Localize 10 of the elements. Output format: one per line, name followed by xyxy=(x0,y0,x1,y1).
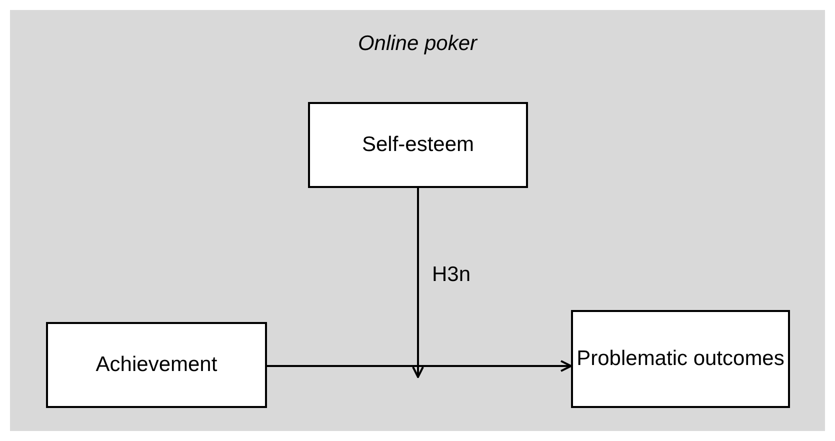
box-label: Self-esteem xyxy=(362,132,474,158)
box-label: Problematic outcomes xyxy=(576,346,784,372)
arrow xyxy=(267,360,572,372)
background-panel xyxy=(10,10,825,431)
concept-box xyxy=(571,310,790,408)
box-label: Achievement xyxy=(96,352,218,378)
concept-box xyxy=(308,102,528,188)
panel-title: Online poker xyxy=(358,32,478,55)
arrow xyxy=(412,188,424,378)
concept-box xyxy=(46,322,267,408)
